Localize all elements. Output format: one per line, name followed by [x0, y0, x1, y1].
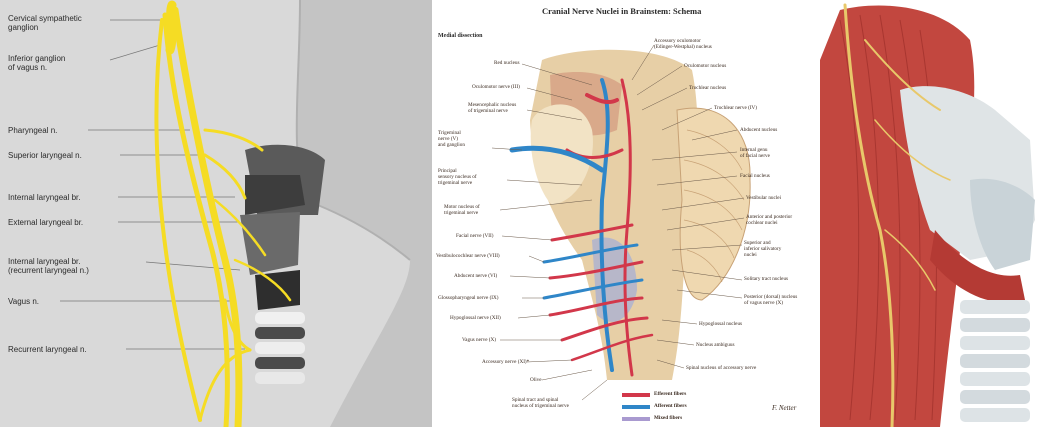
brainstem-nuclei-diagram: Cranial Nerve Nuclei in Brainstem: Schem…	[432, 0, 820, 427]
label-internal-laryngeal-branch: Internal laryngeal br.	[8, 193, 81, 202]
label-vagus-nerve: Vagus nerve (X)	[462, 337, 496, 343]
artist-signature: F. Netter	[772, 405, 796, 411]
legend-efferent-label: Efferent fibers	[654, 391, 686, 397]
legend-mixed-label: Mixed fibers	[654, 415, 682, 421]
label-glossopharyngeal-nerve: Glossopharyngeal nerve (IX)	[438, 295, 499, 301]
label-oculomotor-nucleus: Oculomotor nucleus	[684, 63, 726, 69]
label-abducent-nerve: Abducent nerve (VI)	[454, 273, 497, 279]
label-superior-laryngeal-nerve: Superior laryngeal n.	[8, 151, 82, 160]
vagus-nerve-diagram: Cervical sympathetic ganglion Inferior g…	[0, 0, 432, 427]
label-hypoglossal-nucleus: Hypoglossal nucleus	[699, 321, 742, 327]
label-cochlear-nuclei: Anterior and posterior cochlear nuclei	[746, 214, 792, 226]
label-solitary-tract-nucleus: Solitary tract nucleus	[744, 276, 788, 282]
label-vestibular-nuclei: Vestibular nuclei	[746, 195, 781, 201]
label-vestibulocochlear-nerve: Vestibulocochlear nerve (VIII)	[436, 253, 500, 259]
label-internal-genu-facial-nerve: Internal genu of facial nerve	[740, 147, 770, 159]
label-trochlear-nucleus: Trochlear nucleus	[689, 85, 726, 91]
label-cervical-sympathetic-ganglion: Cervical sympathetic ganglion	[8, 14, 82, 32]
legend-swatch-efferent	[622, 393, 650, 397]
label-spinal-tract-trigeminal: Spinal tract and spinal nucleus of trige…	[512, 397, 569, 409]
label-dorsal-nucleus-vagus: Posterior (dorsal) nucleus of vagus nerv…	[744, 294, 797, 306]
label-external-laryngeal-branch: External laryngeal br.	[8, 218, 83, 227]
label-accessory-oculomotor-nucleus: Accessory oculomotor (Edinger-Westphal) …	[654, 38, 712, 50]
label-facial-nucleus: Facial nucleus	[740, 173, 770, 179]
label-facial-nerve: Facial nerve (VII)	[456, 233, 493, 239]
label-olive: Olive	[530, 377, 542, 383]
label-hypoglossal-nerve: Hypoglossal nerve (XII)	[450, 315, 501, 321]
label-nucleus-ambiguus: Nucleus ambiguus	[696, 342, 734, 348]
label-oculomotor-nerve: Oculomotor nerve (III)	[472, 84, 520, 90]
legend-swatch-afferent	[622, 405, 650, 409]
larynx-muscle-illustration	[820, 0, 1049, 427]
label-trigeminal-nerve: Trigeminal nerve (V) and ganglion	[438, 130, 465, 148]
label-red-nucleus: Red nucleus	[494, 60, 520, 66]
label-accessory-nerve: Accessory nerve (XI)*	[482, 359, 529, 365]
label-internal-laryngeal-recurrent: Internal laryngeal br. (recurrent laryng…	[8, 257, 89, 275]
label-inferior-ganglion: Inferior ganglion of vagus n.	[8, 54, 65, 72]
label-vagus-nerve: Vagus n.	[8, 297, 39, 306]
label-mesencephalic-nucleus: Mesencephalic nucleus of trigeminal nerv…	[468, 102, 516, 114]
label-pharyngeal-nerve: Pharyngeal n.	[8, 126, 57, 135]
label-spinal-nucleus-accessory: Spinal nucleus of accessory nerve	[686, 365, 756, 371]
label-abducent-nucleus: Abducent nucleus	[740, 127, 777, 133]
label-motor-nucleus-trigeminal: Motor nucleus of trigeminal nerve	[444, 204, 480, 216]
larynx-muscle-artwork	[820, 0, 1049, 427]
label-trochlear-nerve: Trochlear nerve (IV)	[714, 105, 757, 111]
label-principal-sensory-nucleus: Principal sensory nucleus of trigeminal …	[438, 168, 477, 186]
legend-afferent-label: Afferent fibers	[654, 403, 687, 409]
label-salivatory-nuclei: Superior and inferior salivatory nuclei	[744, 240, 781, 258]
label-recurrent-laryngeal-nerve: Recurrent laryngeal n.	[8, 345, 87, 354]
legend-swatch-mixed	[622, 417, 650, 421]
trachea-rings	[960, 300, 1030, 422]
